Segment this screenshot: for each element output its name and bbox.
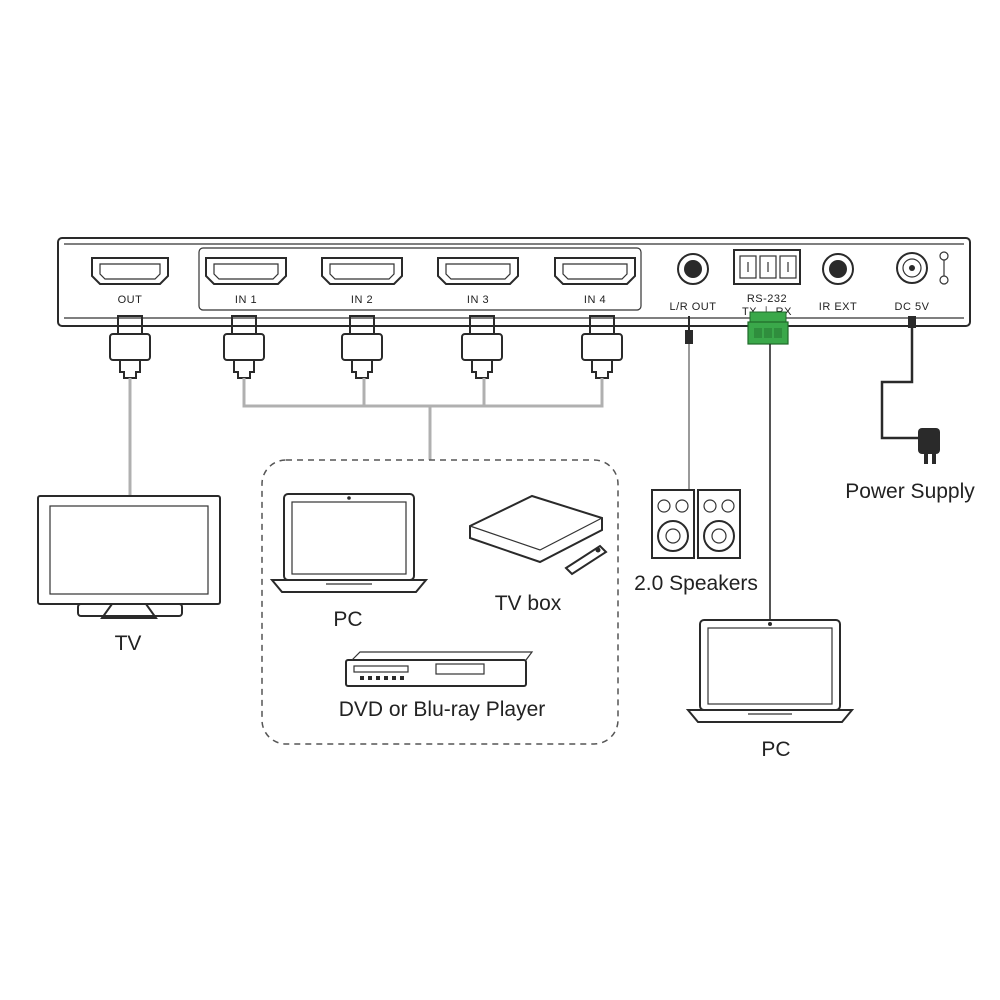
port-label-ir-ext: IR EXT: [819, 301, 857, 313]
input-cable-bundle: [242, 378, 604, 460]
hdmi-out-port: [91, 257, 169, 285]
tv-box-label: TV box: [495, 592, 562, 615]
tv-icon: [37, 495, 221, 619]
hdmi-in1-port: [205, 257, 287, 285]
rs232-terminal: [733, 249, 801, 285]
dvd-label: DVD or Blu-ray Player: [339, 698, 546, 721]
power-adapter-icon: [918, 428, 940, 464]
port-label-in3: IN 3: [467, 294, 489, 306]
power-cable: [880, 316, 924, 440]
control-laptop-icon: [685, 619, 855, 723]
hdmi-in3-port: [437, 257, 519, 285]
rs232-connector: [747, 311, 789, 620]
tv-box-icon: [469, 494, 608, 576]
port-label-dc: DC 5V: [895, 301, 930, 313]
ir-ext-jack: [822, 253, 854, 285]
dvd-player-icon: [345, 651, 534, 687]
speakers-icon: [651, 489, 741, 559]
device-panel: [57, 237, 971, 327]
power-supply-label: Power Supply: [845, 480, 975, 503]
hdmi-plug-in3: [461, 315, 503, 379]
hdmi-in4-port: [554, 257, 636, 285]
port-label-in1: IN 1: [235, 294, 257, 306]
port-label-in2: IN 2: [351, 294, 373, 306]
laptop-icon: [269, 493, 429, 593]
control-pc-label: PC: [761, 738, 790, 761]
audio-plug: [685, 316, 693, 490]
port-label-lr-out: L/R OUT: [670, 301, 717, 313]
port-label-in4: IN 4: [584, 294, 606, 306]
port-label-out: OUT: [118, 294, 143, 306]
source-pc-label: PC: [333, 608, 362, 631]
port-label-rs232: RS-232: [747, 293, 787, 305]
hdmi-plug-in2: [341, 315, 383, 379]
sources-group: [261, 459, 619, 745]
tv-label: TV: [115, 632, 142, 655]
hdmi-in2-port: [321, 257, 403, 285]
lr-out-jack: [677, 253, 709, 285]
dc-power-jack: [896, 251, 949, 285]
speakers-label: 2.0 Speakers: [634, 572, 758, 595]
